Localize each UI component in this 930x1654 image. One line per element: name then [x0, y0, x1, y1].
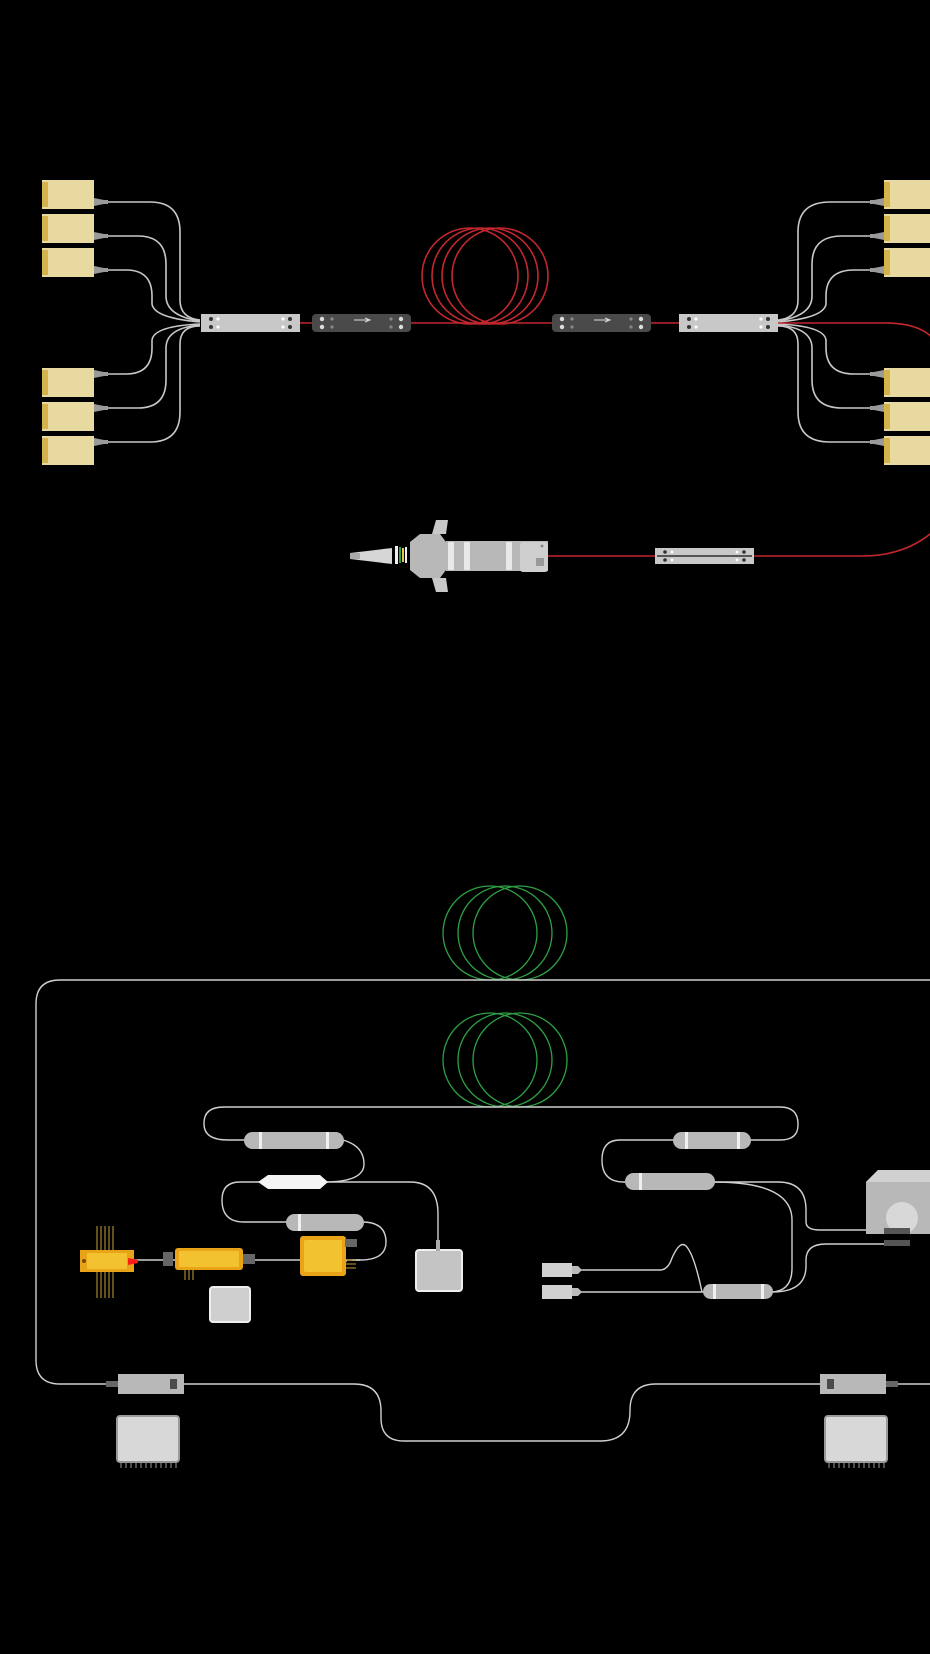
right-coupler-down	[713, 1181, 793, 1293]
gain-fiber-loop	[421, 227, 519, 325]
coupler-c-loop	[352, 1221, 387, 1261]
pump-diode-icon	[870, 180, 930, 209]
pump-diode-icon	[42, 248, 108, 277]
pump-fiber	[105, 269, 201, 323]
left-pump-fibers	[105, 201, 201, 443]
control-board-left	[116, 1415, 180, 1468]
collimator-nozzle	[350, 548, 392, 564]
coupler-a-loop	[323, 1139, 365, 1183]
upper-loop-fiber	[203, 1106, 799, 1141]
amplifier-top-section	[42, 180, 930, 465]
pump-fiber	[777, 323, 884, 375]
isolator-left	[312, 314, 411, 332]
pump-fiber	[105, 325, 201, 443]
pump-diode-icon	[870, 436, 930, 465]
seed-preamp-section	[35, 885, 930, 1468]
pump-diode-icon	[42, 214, 108, 243]
fiber-routing	[35, 979, 930, 1442]
output-head-module	[866, 1170, 930, 1246]
left-pump-diodes	[42, 180, 108, 465]
fiber-connector-icon	[542, 1285, 582, 1299]
fiber-coupler-c	[673, 1132, 751, 1149]
pump-combiner-left	[201, 314, 300, 332]
detector-feed	[324, 1181, 439, 1250]
pump-fiber	[777, 201, 884, 321]
pump-diode-icon	[870, 368, 930, 397]
right-pump-diodes	[870, 180, 930, 465]
pump-fiber	[105, 201, 201, 321]
seed-laser-chain	[80, 1226, 463, 1323]
fiber-coupler-d	[625, 1173, 715, 1190]
isolator-arrow-icon	[594, 317, 612, 323]
pump-fiber	[777, 235, 884, 322]
cladding-stripper	[655, 548, 754, 564]
gain-fiber-coil-lower	[442, 1012, 568, 1108]
photodiode-panel	[415, 1249, 463, 1292]
pump-diode-icon	[42, 368, 108, 397]
right-loop-fiber	[601, 1139, 673, 1183]
fiber-connector-icon	[542, 1263, 582, 1277]
gain-fiber-loop	[441, 227, 539, 325]
output-aperture-icon	[886, 1202, 918, 1234]
pump-diode-icon	[42, 436, 108, 465]
pump-diode-icon	[870, 214, 930, 243]
pump-fiber	[105, 323, 201, 375]
fiber-coupler-e	[703, 1284, 773, 1299]
emitter-icon	[128, 1258, 138, 1265]
pump-fiber	[105, 235, 201, 322]
output-collimator	[350, 520, 548, 592]
butterfly-laser-icon	[80, 1226, 138, 1298]
gain-fiber-coil-upper	[442, 885, 568, 981]
fiber-coupler-a	[244, 1132, 344, 1149]
fiber-coupler-b	[286, 1214, 364, 1231]
pump-fiber	[777, 324, 884, 409]
collimator-fin-top	[432, 520, 448, 534]
pump-fiber	[105, 324, 201, 409]
gain-fiber-loop	[431, 227, 529, 325]
fiber-splice	[258, 1175, 328, 1189]
signal-fiber-output	[778, 322, 930, 337]
isolator-arrow-icon	[354, 317, 372, 323]
collimator-body	[410, 534, 446, 578]
pump-fiber	[777, 269, 884, 323]
pump-diode-icon	[870, 402, 930, 431]
pump-diode-icon	[42, 402, 108, 431]
pump-diode-icon	[42, 180, 108, 209]
control-board-right	[824, 1415, 888, 1468]
gain-fiber-loop	[451, 227, 549, 325]
output-fiber	[545, 532, 930, 557]
splice-lower-loop	[221, 1181, 288, 1223]
collimator-fin-bottom	[432, 578, 448, 592]
fiber-connectors	[542, 1263, 582, 1299]
detector-left-fiber	[183, 1383, 820, 1442]
seed-amplifier-module	[163, 1248, 255, 1280]
pump-diode-icon	[870, 248, 930, 277]
right-coupler-out	[714, 1181, 870, 1231]
outer-loop-fiber	[35, 979, 930, 1385]
output-stage	[350, 520, 930, 592]
detector-right	[820, 1374, 898, 1394]
pump-diode-module	[300, 1236, 357, 1276]
right-pump-fibers	[777, 201, 884, 443]
isolator-right	[552, 314, 651, 332]
pump-fiber	[777, 325, 884, 443]
laser-out-fiber	[771, 1243, 890, 1293]
detector-fiber-upper	[572, 1243, 703, 1293]
pump-combiner-right	[679, 314, 778, 332]
photodiode-pin	[436, 1240, 440, 1251]
tec-controller-panel	[209, 1286, 251, 1323]
detector-left	[106, 1374, 184, 1394]
